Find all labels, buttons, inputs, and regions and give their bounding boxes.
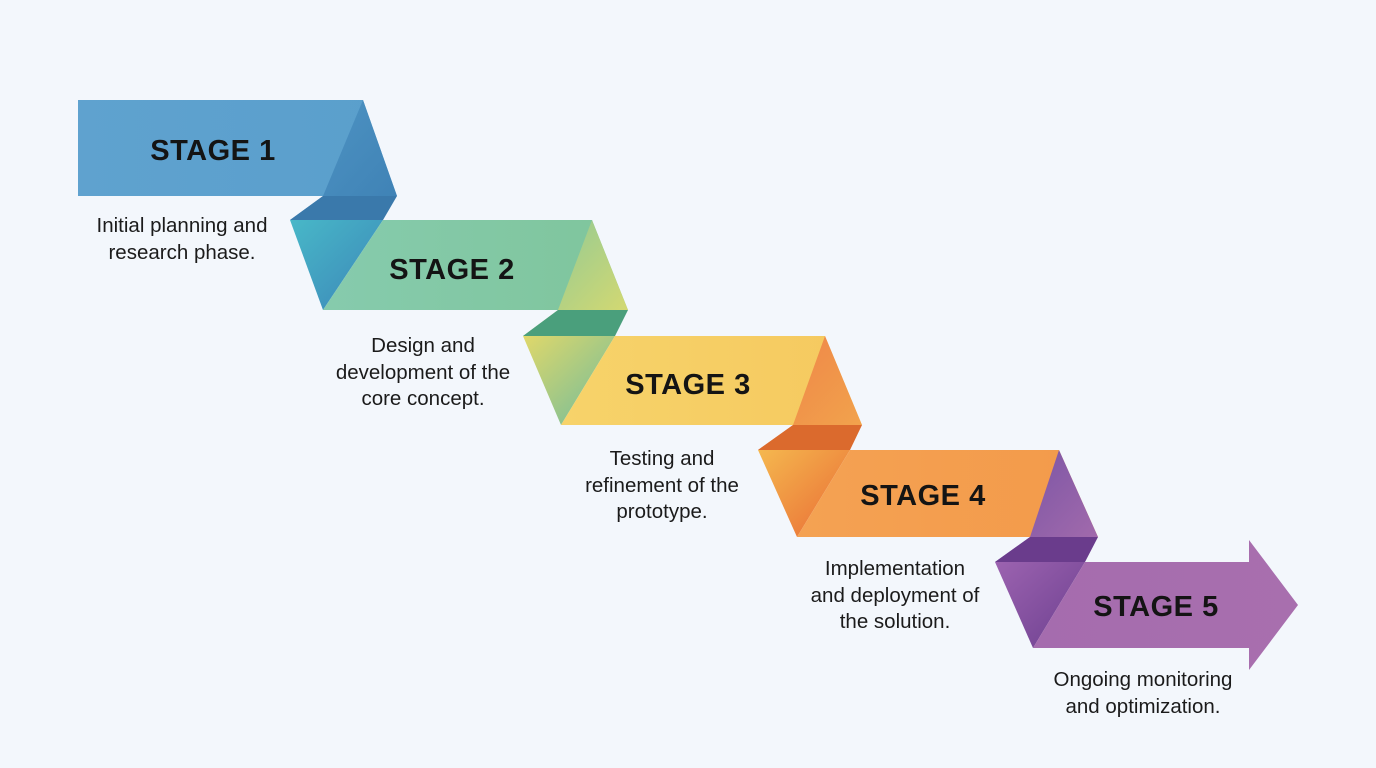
stage-4-description: Implementation and deployment of the sol…: [775, 556, 1015, 636]
stage-1-description-line: Initial planning and: [96, 214, 268, 237]
stage-1-fold: [290, 100, 397, 220]
stage-4-body: [797, 450, 1098, 537]
stage-1-description: Initial planning and research phase.: [62, 213, 302, 266]
stage-3-description-line: Testing and: [609, 447, 715, 470]
stage-2-description-line: core concept.: [361, 387, 485, 410]
stage-5-title: STAGE 5: [1093, 591, 1218, 623]
stage-3-band: STAGE 3: [523, 336, 862, 450]
stage-2-description: Design and development of the core conce…: [303, 333, 543, 413]
stage-3-description-line: refinement of the: [585, 473, 739, 497]
stage-3-fold: [758, 336, 862, 450]
stage-4-description-line: Implementation: [824, 557, 966, 580]
stage-1-title: STAGE 1: [150, 135, 275, 167]
stage-4-crease: [995, 537, 1098, 562]
stage-3-description: Testing and refinement of the prototype.: [542, 446, 782, 526]
stage-2-description-line: Design and: [371, 334, 475, 357]
stage-5-band: STAGE 5: [995, 540, 1298, 670]
stage-4-fold: [995, 450, 1098, 562]
stage-3-tail: [523, 336, 615, 425]
stage-4-title: STAGE 4: [860, 480, 985, 512]
stage-2-body: [323, 220, 628, 310]
stage-1-crease: [290, 196, 397, 220]
stage-2-title: STAGE 2: [389, 254, 514, 286]
stage-5-tail: [995, 562, 1085, 648]
stage-4-description-line: the solution.: [839, 610, 951, 633]
stage-1-band: STAGE 1: [78, 100, 397, 220]
stage-3-body: [561, 336, 862, 425]
stage-3-title: STAGE 3: [625, 369, 750, 401]
stage-1-description-line: research phase.: [108, 240, 256, 264]
stage-4-band: STAGE 4: [758, 450, 1098, 562]
stage-2-band: STAGE 2: [290, 220, 628, 336]
stage-3-description-line: prototype.: [616, 500, 708, 523]
stage-2-description-line: development of the: [335, 360, 511, 384]
stage-1-body: [78, 100, 397, 196]
stage-3-crease: [758, 425, 862, 450]
stage-5-description: Ongoing monitoring and optimization.: [1018, 667, 1268, 720]
stage-2-tail: [290, 220, 383, 310]
stage-4-description-line: and deployment of: [810, 583, 980, 607]
stage-2-crease: [523, 310, 628, 336]
stage-4-tail: [758, 450, 850, 537]
stage-5-description-line: and optimization.: [1065, 694, 1221, 718]
stage-5-arrow: [1033, 540, 1298, 670]
stage-2-fold: [523, 220, 628, 336]
stage-5-description-line: Ongoing monitoring: [1053, 668, 1233, 691]
